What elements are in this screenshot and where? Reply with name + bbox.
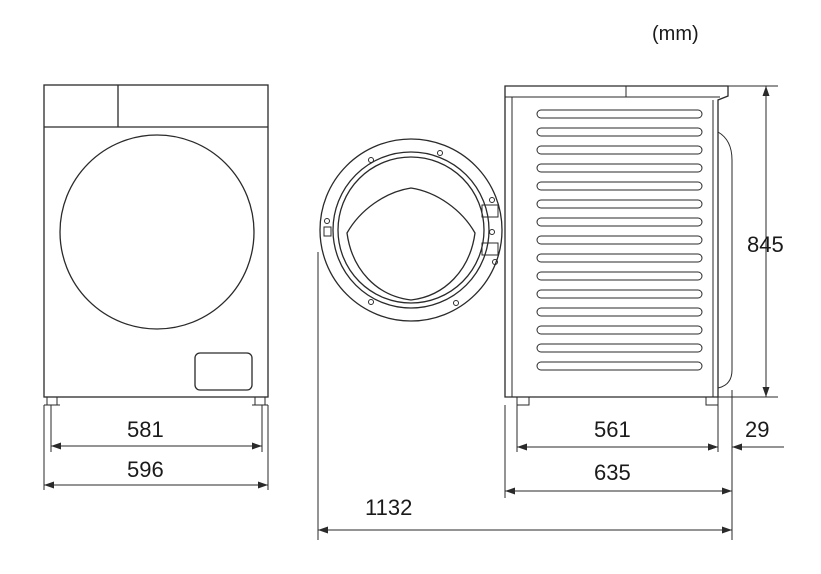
front-width-dimensions: 581 596 xyxy=(43,405,269,490)
side-rib xyxy=(536,127,703,137)
side-rib xyxy=(536,307,703,317)
dim-635-label: 635 xyxy=(594,460,631,485)
door-outer-ring xyxy=(319,138,503,322)
door-glass xyxy=(337,156,485,304)
dim-581-label: 581 xyxy=(127,417,164,442)
depth-dimensions: 561 29 635 1132 xyxy=(317,252,784,540)
door-screw xyxy=(492,259,498,265)
door-glass-bowl xyxy=(346,187,476,301)
door-screw xyxy=(324,218,330,224)
door-screw xyxy=(453,300,459,306)
side-rib xyxy=(536,289,703,299)
side-rib xyxy=(536,325,703,335)
door-inner-ring xyxy=(332,151,490,309)
side-rib xyxy=(536,361,703,371)
front-foot-left xyxy=(46,396,58,406)
door-hinge-lower xyxy=(481,242,499,256)
side-rear-bulge xyxy=(717,131,733,389)
unit-label: (mm) xyxy=(652,23,699,45)
side-foot-rear xyxy=(705,396,719,406)
filter-cover-panel xyxy=(194,352,253,391)
door-screw xyxy=(489,229,495,235)
door-latch xyxy=(323,226,332,237)
dim-596-label: 596 xyxy=(127,457,164,482)
front-foot-right xyxy=(254,396,266,406)
height-dimension: 845 xyxy=(718,85,784,398)
front-body-outline xyxy=(43,84,269,398)
side-foot-front xyxy=(516,396,530,406)
side-rib xyxy=(536,343,703,353)
side-rib xyxy=(536,235,703,245)
dim-1132-label: 1132 xyxy=(365,495,412,520)
side-ribs xyxy=(536,109,703,371)
side-view xyxy=(319,85,733,406)
side-rib xyxy=(536,217,703,227)
door-hinge-upper xyxy=(481,204,499,218)
front-view xyxy=(43,84,269,406)
front-door-circle xyxy=(59,134,255,330)
door-screw xyxy=(368,299,374,305)
side-rib xyxy=(536,163,703,173)
side-rib xyxy=(536,271,703,281)
dim-561-label: 561 xyxy=(594,417,631,442)
side-rib xyxy=(536,253,703,263)
side-rib xyxy=(536,109,703,119)
side-body-outline xyxy=(504,85,729,398)
dim-845-label: 845 xyxy=(747,232,784,257)
door-screw xyxy=(437,150,443,156)
door-screw xyxy=(489,197,495,203)
side-rib xyxy=(536,181,703,191)
side-rib xyxy=(536,145,703,155)
dim-29-label: 29 xyxy=(745,417,769,442)
door-screw xyxy=(368,157,374,163)
open-door xyxy=(319,138,503,322)
side-rib xyxy=(536,199,703,209)
